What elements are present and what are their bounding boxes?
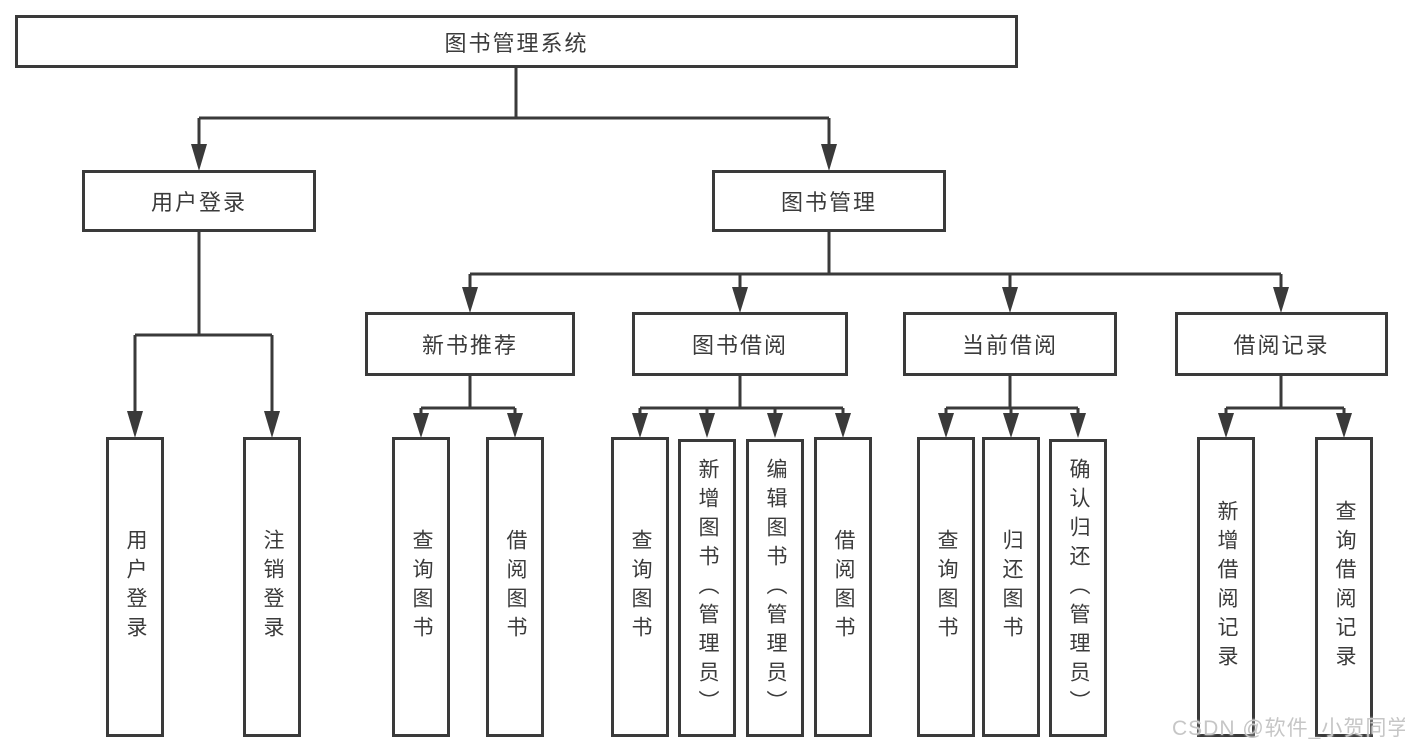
leaf-add-book-admin: 新增图书（管理员）: [678, 439, 736, 737]
leaf-query-borrow-record: 查询借阅记录: [1315, 437, 1373, 737]
node-borrowing-records: 借阅记录: [1175, 312, 1388, 376]
leaf-borrow-books: 借阅图书: [814, 437, 872, 737]
node-label: 注销登录: [261, 529, 284, 645]
node-label: 用户登录: [150, 190, 247, 215]
node-label: 图书管理系统: [444, 30, 589, 56]
node-current-borrowing: 当前借阅: [903, 312, 1117, 376]
node-library-management-system: 图书管理系统: [15, 15, 1018, 68]
node-label: 借阅图书: [504, 529, 527, 645]
leaf-edit-book-admin: 编辑图书（管理员）: [746, 439, 804, 737]
node-label: 用户登录: [124, 529, 147, 645]
node-label: 查询图书: [410, 529, 433, 645]
leaf-query-books-recommend: 查询图书: [392, 437, 450, 737]
leaf-confirm-return-admin: 确认归还（管理员）: [1049, 439, 1107, 737]
node-new-book-recommendation: 新书推荐: [365, 312, 575, 376]
leaf-query-books-current: 查询图书: [917, 437, 975, 737]
node-label: 当前借阅: [961, 333, 1058, 358]
leaf-user-login: 用户登录: [106, 437, 164, 737]
node-label: 确认归还（管理员）: [1067, 457, 1090, 719]
leaf-query-books-borrowing: 查询图书: [611, 437, 669, 737]
node-label: 编辑图书（管理员）: [764, 457, 787, 719]
node-label: 新增借阅记录: [1215, 500, 1238, 674]
leaf-add-borrow-record: 新增借阅记录: [1197, 437, 1255, 737]
node-label: 图书管理: [780, 190, 877, 215]
node-label: 查询图书: [629, 529, 652, 645]
csdn-watermark: CSDN @软件_小贺同学: [1172, 717, 1405, 740]
arrowhead-icons: [127, 144, 1352, 438]
node-book-management: 图书管理: [712, 170, 946, 232]
leaf-logout: 注销登录: [243, 437, 301, 737]
node-label: 图书借阅: [691, 333, 788, 358]
leaf-borrow-books-recommend: 借阅图书: [486, 437, 544, 737]
node-label: 查询图书: [935, 529, 958, 645]
node-label: 借阅图书: [832, 529, 855, 645]
node-book-borrowing: 图书借阅: [632, 312, 848, 376]
node-label: 归还图书: [1000, 529, 1023, 645]
node-label: 查询借阅记录: [1333, 500, 1356, 674]
node-label: 新增图书（管理员）: [696, 457, 719, 719]
node-user-login: 用户登录: [82, 170, 316, 232]
node-label: 新书推荐: [421, 333, 518, 358]
node-label: 借阅记录: [1233, 333, 1330, 358]
leaf-return-books: 归还图书: [982, 437, 1040, 737]
